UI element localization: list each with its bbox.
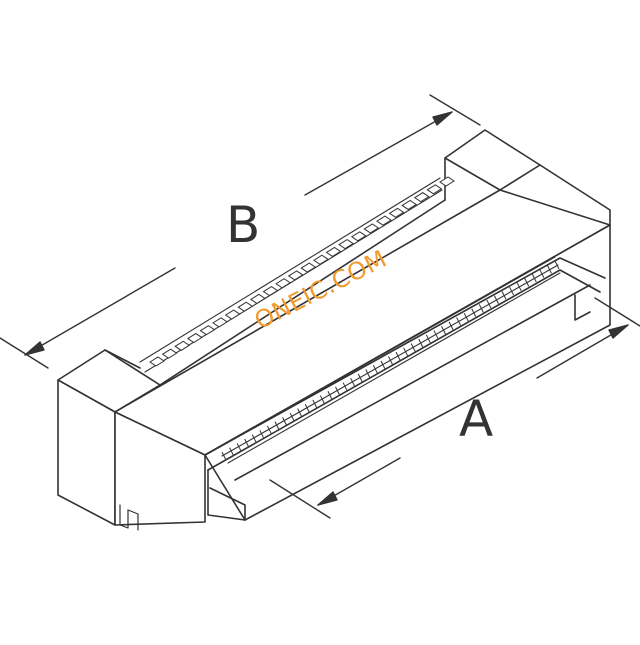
slot-contact-tooth bbox=[403, 347, 409, 357]
top-pin bbox=[300, 262, 317, 273]
top-pin bbox=[363, 223, 380, 234]
slot-contact-tooth bbox=[365, 369, 371, 378]
top-pin bbox=[426, 184, 443, 195]
slot-contact-tooth bbox=[494, 295, 499, 304]
slot-contact-tooth bbox=[524, 278, 530, 287]
slot-contact-tooth bbox=[274, 421, 280, 430]
slot-contact-tooth bbox=[546, 265, 552, 274]
top-pin bbox=[237, 301, 254, 312]
top-pin bbox=[161, 348, 178, 359]
slot-contact-tooth bbox=[388, 356, 393, 365]
dimension-b-label: B bbox=[226, 196, 261, 254]
slot-contact-tooth bbox=[304, 404, 310, 413]
slot-contact-tooth bbox=[289, 412, 295, 422]
slot-contact-tooth bbox=[478, 304, 484, 313]
slot-contact-tooth bbox=[244, 438, 250, 448]
slot-contact-tooth bbox=[448, 321, 454, 330]
slot-contact-tooth bbox=[509, 286, 515, 296]
top-pin bbox=[312, 254, 329, 265]
top-pin bbox=[212, 317, 228, 328]
slot-contact-tooth bbox=[342, 382, 348, 391]
slot-contact-tooth bbox=[266, 425, 272, 435]
slot-contact-tooth bbox=[297, 408, 303, 417]
top-pin bbox=[224, 309, 241, 320]
slot-contact-tooth bbox=[539, 269, 545, 278]
slot-contact-tooth bbox=[372, 364, 378, 374]
arrowhead-a-right-icon bbox=[608, 324, 629, 339]
slot-contact-tooth bbox=[554, 260, 560, 270]
slot-contact-tooth bbox=[531, 273, 537, 283]
slot-contact-tooth bbox=[501, 291, 507, 300]
slot-contact-tooth bbox=[395, 351, 401, 361]
top-pin bbox=[149, 356, 165, 367]
slot-contact-tooth bbox=[312, 399, 318, 409]
top-pin bbox=[275, 278, 292, 289]
slot-contact-tooth bbox=[335, 386, 340, 396]
slot-contact-tooth bbox=[418, 338, 424, 348]
slot-contact-tooth bbox=[433, 330, 439, 339]
top-pin bbox=[262, 285, 279, 297]
top-pin bbox=[338, 239, 355, 250]
slot-contact-tooth bbox=[357, 373, 363, 383]
slot-contact-tooth bbox=[456, 317, 462, 326]
slot-contact-tooth bbox=[251, 434, 257, 443]
top-pin bbox=[186, 332, 203, 344]
slot-contact-tooth bbox=[516, 282, 522, 291]
connector-front-face bbox=[114, 164, 611, 526]
right-end-block bbox=[444, 129, 541, 201]
top-pin bbox=[350, 231, 367, 242]
top-pin bbox=[413, 192, 430, 203]
top-pin bbox=[376, 215, 392, 226]
slot-contact-tooth bbox=[486, 299, 492, 309]
top-pins bbox=[149, 176, 455, 367]
left-end-block bbox=[57, 349, 161, 526]
arrowhead-b-left-icon bbox=[24, 341, 45, 356]
dimension-a bbox=[269, 297, 640, 519]
top-pin bbox=[401, 199, 418, 211]
slot-contact-tooth bbox=[229, 447, 235, 456]
dimension-a-label: A bbox=[459, 390, 494, 448]
top-pin bbox=[325, 246, 342, 258]
top-pin bbox=[199, 325, 216, 336]
slot-contact-teeth bbox=[221, 260, 560, 461]
slot-contact-tooth bbox=[282, 417, 287, 426]
slot-contact-tooth bbox=[380, 360, 386, 370]
slot-contact-tooth bbox=[221, 451, 227, 461]
top-pin bbox=[249, 293, 266, 304]
arrowhead-b-right-icon bbox=[432, 111, 453, 126]
slot-contact-tooth bbox=[259, 430, 265, 439]
mounting-legs bbox=[119, 504, 139, 531]
top-pin bbox=[388, 207, 405, 218]
slot-contact-tooth bbox=[463, 312, 469, 322]
slot-contact-tooth bbox=[236, 443, 242, 452]
slot-contact-tooth bbox=[327, 391, 333, 400]
top-pin bbox=[287, 270, 304, 281]
slot-contact-tooth bbox=[319, 395, 325, 404]
dimension-b bbox=[0, 94, 481, 369]
slot-contact-tooth bbox=[410, 343, 416, 352]
slot-contact-tooth bbox=[425, 334, 431, 344]
slot-contact-tooth bbox=[441, 325, 446, 335]
top-pin bbox=[439, 176, 455, 187]
slot-contact-tooth bbox=[350, 377, 356, 387]
top-pin bbox=[174, 340, 191, 351]
arrowhead-a-left-icon bbox=[317, 491, 338, 506]
slot-contact-tooth bbox=[471, 308, 477, 317]
